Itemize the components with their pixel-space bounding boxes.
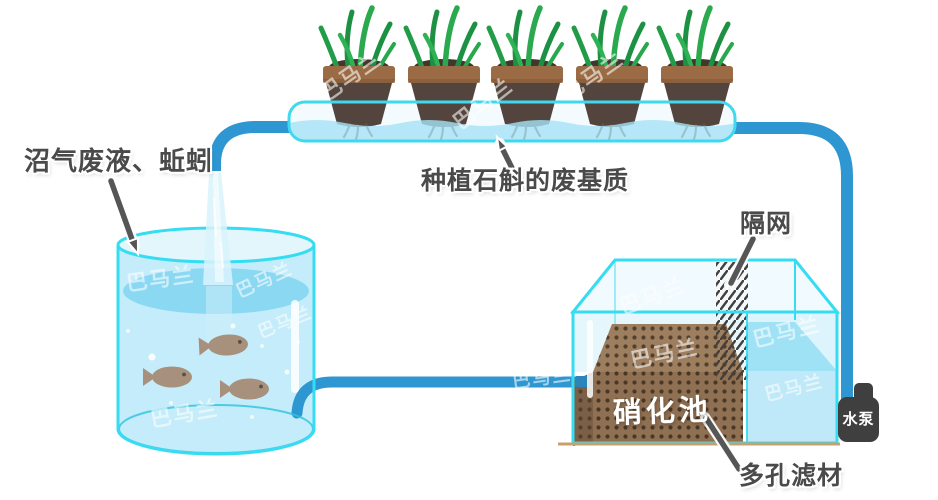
pointer-filter bbox=[703, 415, 742, 472]
left-downpipe bbox=[209, 121, 304, 171]
label-partition-mesh: 隔网 bbox=[740, 210, 793, 238]
glass-highlight bbox=[587, 320, 593, 398]
glass-highlight bbox=[291, 300, 299, 393]
pipes bbox=[209, 121, 853, 402]
arrow-substrate bbox=[499, 145, 515, 171]
arrowhead-substrate bbox=[495, 134, 509, 153]
grow-bed-channel bbox=[287, 8, 737, 143]
fish-tank bbox=[116, 173, 595, 456]
arrow-inflow bbox=[108, 178, 136, 245]
tank-outlet-pipe bbox=[291, 376, 595, 419]
label-biogas-effluent-earthworms: 沼气废液、蚯蚓 bbox=[24, 146, 214, 176]
label-porous-filter-media: 多孔滤材 bbox=[739, 462, 844, 490]
pipe-inlet bbox=[575, 376, 590, 387]
label-dendrobium-substrate: 种植石斛的废基质 bbox=[421, 167, 630, 195]
annotation-arrows bbox=[105, 134, 759, 476]
tank-water-surface bbox=[747, 322, 837, 371]
pointer-mesh bbox=[728, 236, 756, 286]
water-stream bbox=[203, 173, 233, 352]
arrowhead-inflow bbox=[126, 236, 140, 257]
label-water-pump: 水泵 bbox=[842, 411, 875, 428]
channel-water bbox=[289, 120, 735, 141]
right-riser-pipe bbox=[730, 122, 853, 402]
water-pump bbox=[838, 383, 879, 442]
label-nitrification-tank: 硝化池 bbox=[612, 394, 713, 430]
